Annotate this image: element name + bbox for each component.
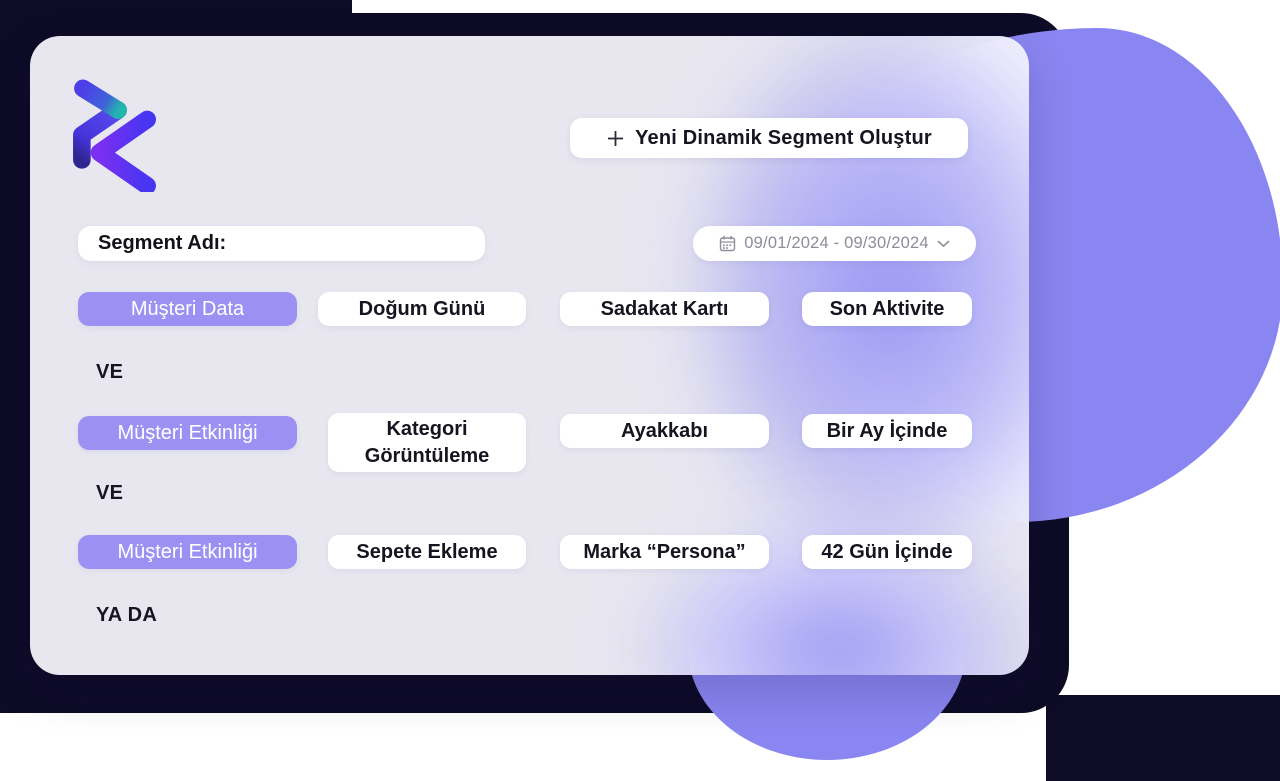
connector-ya-da: YA DA xyxy=(96,604,158,626)
source-pill-musteri-etkinligi-2[interactable]: Müşteri Etkinliği xyxy=(78,535,297,569)
segment-name-input[interactable]: Segment Adı: xyxy=(78,226,485,261)
criteria-pill-bir-ay-icinde[interactable]: Bir Ay İçinde xyxy=(802,414,972,448)
date-range-picker[interactable]: 09/01/2024 - 09/30/2024 xyxy=(693,226,976,261)
segment-name-label: Segment Adı: xyxy=(98,232,227,254)
criteria-pill-sadakat-karti[interactable]: Sadakat Kartı xyxy=(560,292,769,326)
date-range-value: 09/01/2024 - 09/30/2024 xyxy=(744,234,929,252)
chevron-down-icon xyxy=(937,240,950,247)
source-pill-musteri-data[interactable]: Müşteri Data xyxy=(78,292,297,326)
criteria-pill-42-gun-icinde[interactable]: 42 Gün İçinde xyxy=(802,535,972,569)
criteria-pill-son-aktivite[interactable]: Son Aktivite xyxy=(802,292,972,326)
corner-block-shape xyxy=(1046,695,1280,781)
create-segment-label: Yeni Dinamik Segment Oluştur xyxy=(635,126,932,149)
brand-logo xyxy=(73,79,156,192)
criteria-pill-kategori-goruntuleme[interactable]: Kategori Görüntüleme xyxy=(328,413,526,472)
criteria-pill-sepete-ekleme[interactable]: Sepete Ekleme xyxy=(328,535,526,569)
criteria-pill-ayakkabi[interactable]: Ayakkabı xyxy=(560,414,769,448)
plus-icon xyxy=(608,130,624,146)
criteria-pill-marka-persona[interactable]: Marka “Persona” xyxy=(560,535,769,569)
connector-ve-2: VE xyxy=(96,482,124,504)
calendar-icon xyxy=(720,235,736,252)
create-segment-button[interactable]: Yeni Dinamik Segment Oluştur xyxy=(570,118,968,158)
source-pill-musteri-etkinligi-1[interactable]: Müşteri Etkinliği xyxy=(78,416,297,450)
criteria-pill-dogum-gunu[interactable]: Doğum Günü xyxy=(318,292,526,326)
connector-ve-1: VE xyxy=(96,361,124,383)
segment-builder-card: Yeni Dinamik Segment Oluştur Segment Adı… xyxy=(30,36,1029,675)
